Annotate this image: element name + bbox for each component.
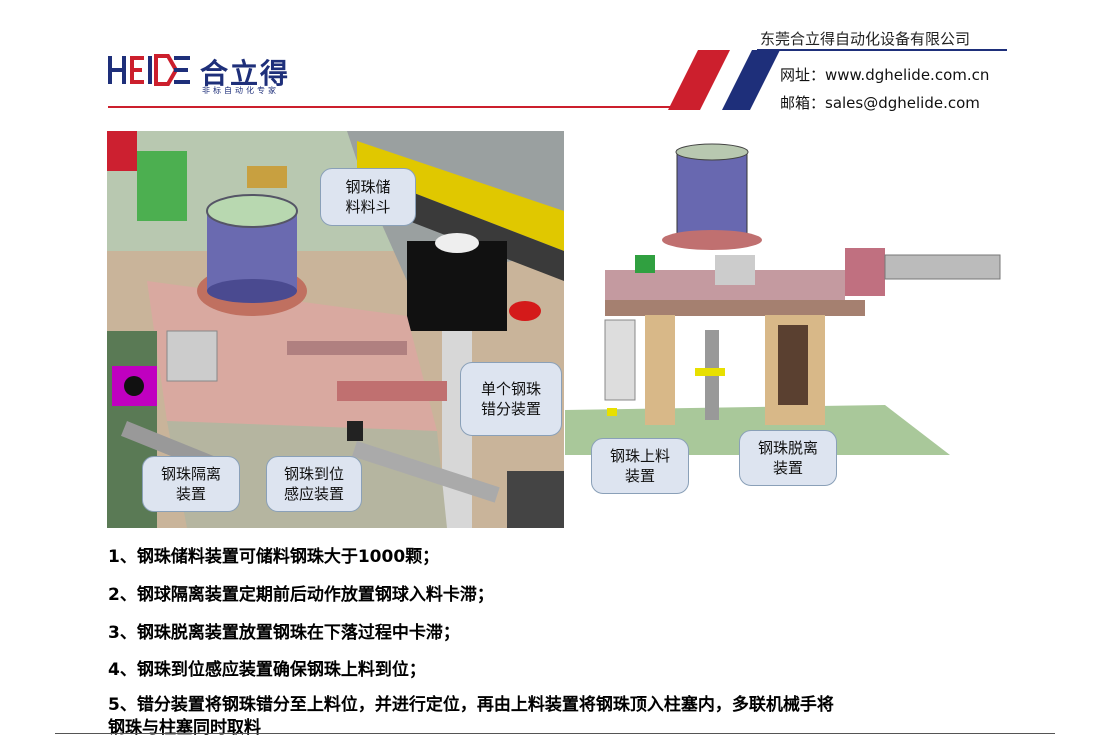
list-item: 5、错分装置将钢珠错分至上料位，并进行定位，再由上料装置将钢珠顶入柱塞内，多联机… — [108, 695, 834, 715]
company-underline — [757, 49, 1007, 51]
footer-rule — [55, 733, 1055, 734]
callout-isolation: 钢珠隔离 装置 — [142, 456, 240, 512]
callout-release: 钢珠脱离 装置 — [739, 430, 837, 486]
company-logo: 合立得 非标自动化专家 — [108, 52, 298, 96]
list-item: 3、钢珠脱离装置放置钢珠在下落过程中卡滞； — [108, 623, 460, 643]
callout-hopper: 钢珠储 料料斗 — [320, 168, 416, 226]
logo-mark-icon — [108, 54, 190, 86]
logo-tagline: 非标自动化专家 — [202, 86, 279, 95]
list-item: 钢珠与柱塞同时取料 — [108, 718, 261, 738]
right-machine-figure — [565, 140, 1005, 460]
logo-chinese: 合立得 — [200, 57, 291, 90]
feeder-isolated-image — [565, 143, 1001, 455]
email-text: 邮箱：sales@dghelide.com — [780, 94, 980, 112]
stripe-decoration — [668, 50, 780, 110]
list-item: 1、钢珠储料装置可储料钢珠大于1000颗； — [108, 547, 440, 567]
list-item: 2、钢球隔离装置定期前后动作放置钢球入料卡滞； — [108, 585, 494, 605]
callout-sensor: 钢珠到位 感应装置 — [266, 456, 362, 512]
callout-loader: 钢珠上料 装置 — [591, 438, 689, 494]
company-name: 东莞合立得自动化设备有限公司 — [760, 30, 971, 48]
list-item: 4、钢珠到位感应装置确保钢珠上料到位； — [108, 660, 426, 680]
callout-separator: 单个钢珠 错分装置 — [460, 362, 562, 436]
website-text: 网址：www.dghelide.com.cn — [780, 66, 990, 84]
header-rule — [108, 106, 676, 108]
